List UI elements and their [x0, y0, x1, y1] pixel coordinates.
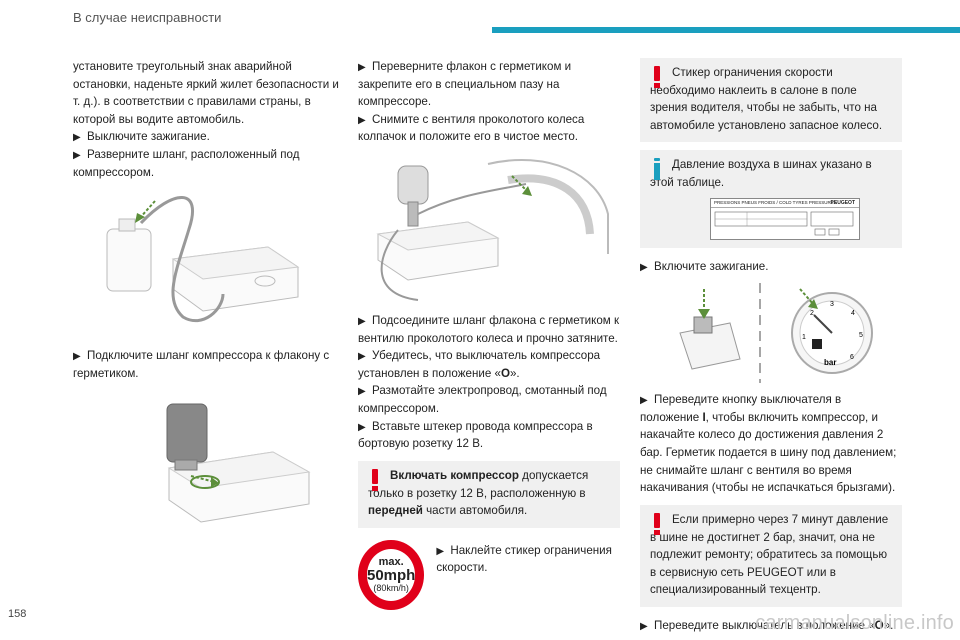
arrow-icon: ▶	[358, 114, 366, 126]
warning-box: Стикер ограничения скорости необходимо н…	[640, 58, 902, 143]
speed-sticker-step: max. 50mph (80km/h) ▶Наклейте стикер огр…	[358, 539, 620, 610]
step-item: ▶Переведите кнопку выключателя в положен…	[640, 393, 897, 495]
step-item: ▶Наклейте стикер ограничения скорости.	[436, 543, 612, 575]
page-number: 158	[8, 608, 27, 620]
sign-kmh: (80km/h)	[373, 583, 409, 593]
warning-icon	[372, 468, 378, 491]
step-item: ▶Переведите выключатель в положение «O».	[640, 617, 902, 635]
column-3: Стикер ограничения скорости необходимо н…	[640, 58, 902, 635]
arrow-icon: ▶	[358, 386, 366, 398]
switch-gauge-illustration: 1 2 3 4 5 6 bar	[679, 283, 873, 384]
arrow-icon: ▶	[436, 545, 445, 557]
label-brand: PEUGEOT	[830, 199, 855, 206]
svg-text:6: 6	[850, 354, 854, 361]
figure-bottle-on-compressor	[73, 390, 339, 540]
arrow-icon: ▶	[640, 620, 648, 632]
figure-compressor-hose	[73, 189, 339, 339]
arrow-icon: ▶	[73, 150, 81, 162]
figure-hose-to-valve	[358, 154, 620, 304]
warning-box: Если примерно через 7 минут давление в ш…	[640, 504, 902, 607]
watermark: carmanualsonline.info	[755, 611, 954, 634]
svg-text:bar: bar	[824, 358, 836, 367]
warning-box: Включать компрессор допускается только в…	[358, 460, 620, 528]
svg-text:2: 2	[810, 310, 814, 317]
arrow-icon: ▶	[73, 351, 81, 363]
sign-speed: 50mph	[367, 566, 416, 584]
arrow-icon: ▶	[73, 132, 81, 144]
arrow-icon: ▶	[358, 316, 366, 328]
info-box: Давление воздуха в шинах указано в этой …	[640, 150, 902, 248]
step-item: ▶Переверните флакон с герметиком и закре…	[358, 60, 572, 109]
section-title: В случае неисправности	[73, 10, 222, 25]
step-item: ▶Разверните шланг, расположенный под ком…	[73, 148, 300, 179]
column-1: установите треугольный знак аварийной ос…	[73, 58, 339, 548]
label-table-graphic	[714, 211, 854, 236]
step-item: ▶Выключите зажигание.	[73, 128, 339, 146]
arrow-icon: ▶	[640, 395, 648, 407]
warning-icon	[654, 66, 660, 88]
header-accent-bar	[492, 27, 960, 33]
step-item: ▶Снимите с вентиля проколотого колеса ко…	[358, 112, 585, 144]
compressor-hose-illustration	[106, 196, 300, 323]
step-item: ▶Вставьте штекер провода компрессора в б…	[358, 419, 593, 451]
tyre-pressure-label: PRESSIONS PNEUS FROIDS / COLD TYRES PRES…	[710, 197, 860, 240]
label-title: PRESSIONS PNEUS FROIDS / COLD TYRES PRES…	[711, 199, 859, 209]
figure-switch-gauge: 1 2 3 4 5 6 bar	[640, 283, 902, 384]
step-item: ▶Включите зажигание.	[640, 258, 902, 276]
step-item: ▶Размотайте электропровод, смотанный под…	[358, 384, 607, 416]
intro-paragraph: установите треугольный знак аварийной ос…	[73, 60, 339, 126]
arrow-icon: ▶	[358, 421, 366, 433]
step-item: ▶Подсоедините шланг флакона с герметиком…	[358, 314, 620, 345]
info-icon	[654, 158, 660, 181]
speed-limit-sign: max. 50mph (80km/h)	[358, 539, 425, 610]
arrow-icon: ▶	[358, 351, 366, 363]
step-item: ▶Убедитесь, что выключатель компрессора …	[358, 349, 601, 380]
column-2: ▶Переверните флакон с герметиком и закре…	[358, 58, 620, 610]
svg-text:1: 1	[802, 334, 806, 341]
sign-max: max.	[378, 555, 404, 568]
arrow-icon: ▶	[640, 261, 648, 273]
svg-text:5: 5	[859, 332, 863, 339]
step-item: ▶Подключите шланг компрессора к флакону …	[73, 349, 330, 380]
warning-icon	[654, 512, 660, 535]
arrow-icon: ▶	[358, 62, 366, 73]
bottle-compressor-illustration	[166, 403, 311, 524]
svg-text:4: 4	[851, 310, 855, 317]
svg-text:3: 3	[830, 301, 834, 308]
hose-valve-illustration	[376, 159, 609, 302]
